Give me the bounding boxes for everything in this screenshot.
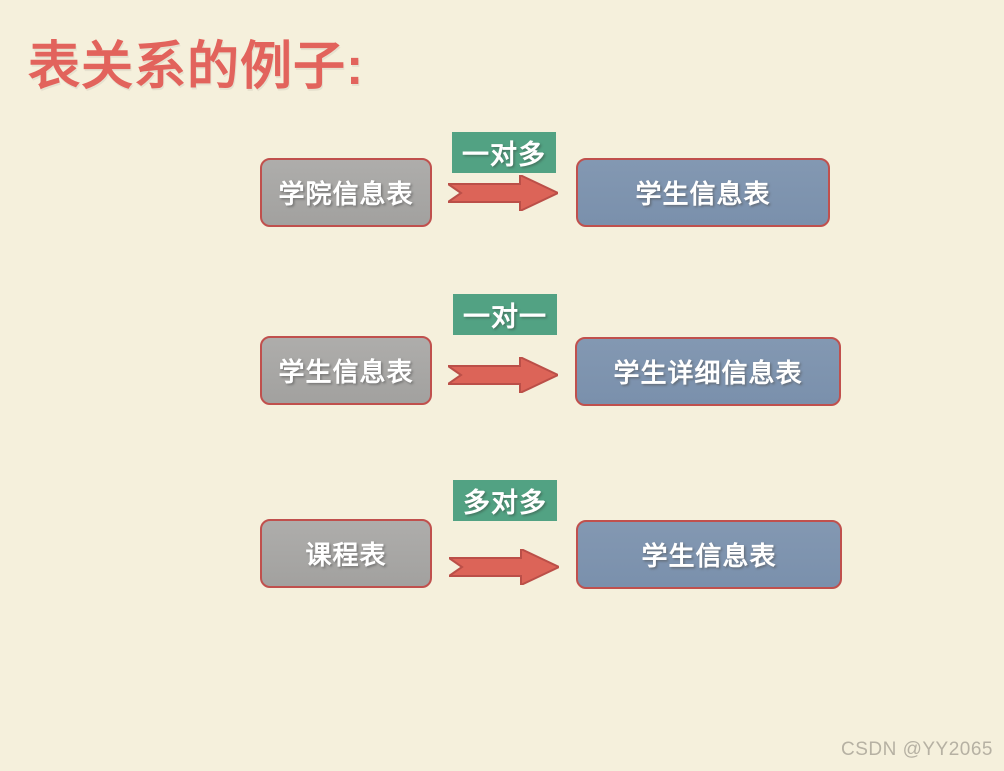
target-table-label-row3: 学生信息表 [641, 541, 777, 571]
target-table-box-row3: 学生信息表 [576, 520, 842, 589]
relation-label-row3: 多对多 [463, 488, 547, 518]
right-arrow-icon-row3 [449, 549, 559, 585]
relation-badge-row1: 一对多 [452, 132, 556, 173]
target-table-box-row1: 学生信息表 [576, 158, 830, 227]
source-table-label-row1: 学院信息表 [278, 179, 414, 209]
relation-badge-row3: 多对多 [453, 480, 557, 521]
right-arrow-icon-row1 [448, 175, 558, 211]
target-table-label-row2: 学生详细信息表 [613, 358, 803, 388]
source-table-label-row2: 学生信息表 [278, 357, 414, 387]
source-table-label-row3: 课程表 [305, 540, 387, 570]
source-table-box-row1: 学院信息表 [260, 158, 432, 227]
page-title: 表关系的例子: [28, 38, 365, 96]
target-table-label-row1: 学生信息表 [635, 179, 771, 209]
watermark-text: CSDN @YY2065 [840, 739, 993, 760]
relation-badge-row2: 一对一 [453, 294, 557, 335]
relation-label-row1: 一对多 [462, 140, 546, 170]
right-arrow-icon-row2 [448, 357, 558, 393]
source-table-box-row2: 学生信息表 [260, 336, 432, 405]
source-table-box-row3: 课程表 [260, 519, 432, 588]
target-table-box-row2: 学生详细信息表 [575, 337, 841, 406]
relation-label-row2: 一对一 [463, 302, 547, 332]
